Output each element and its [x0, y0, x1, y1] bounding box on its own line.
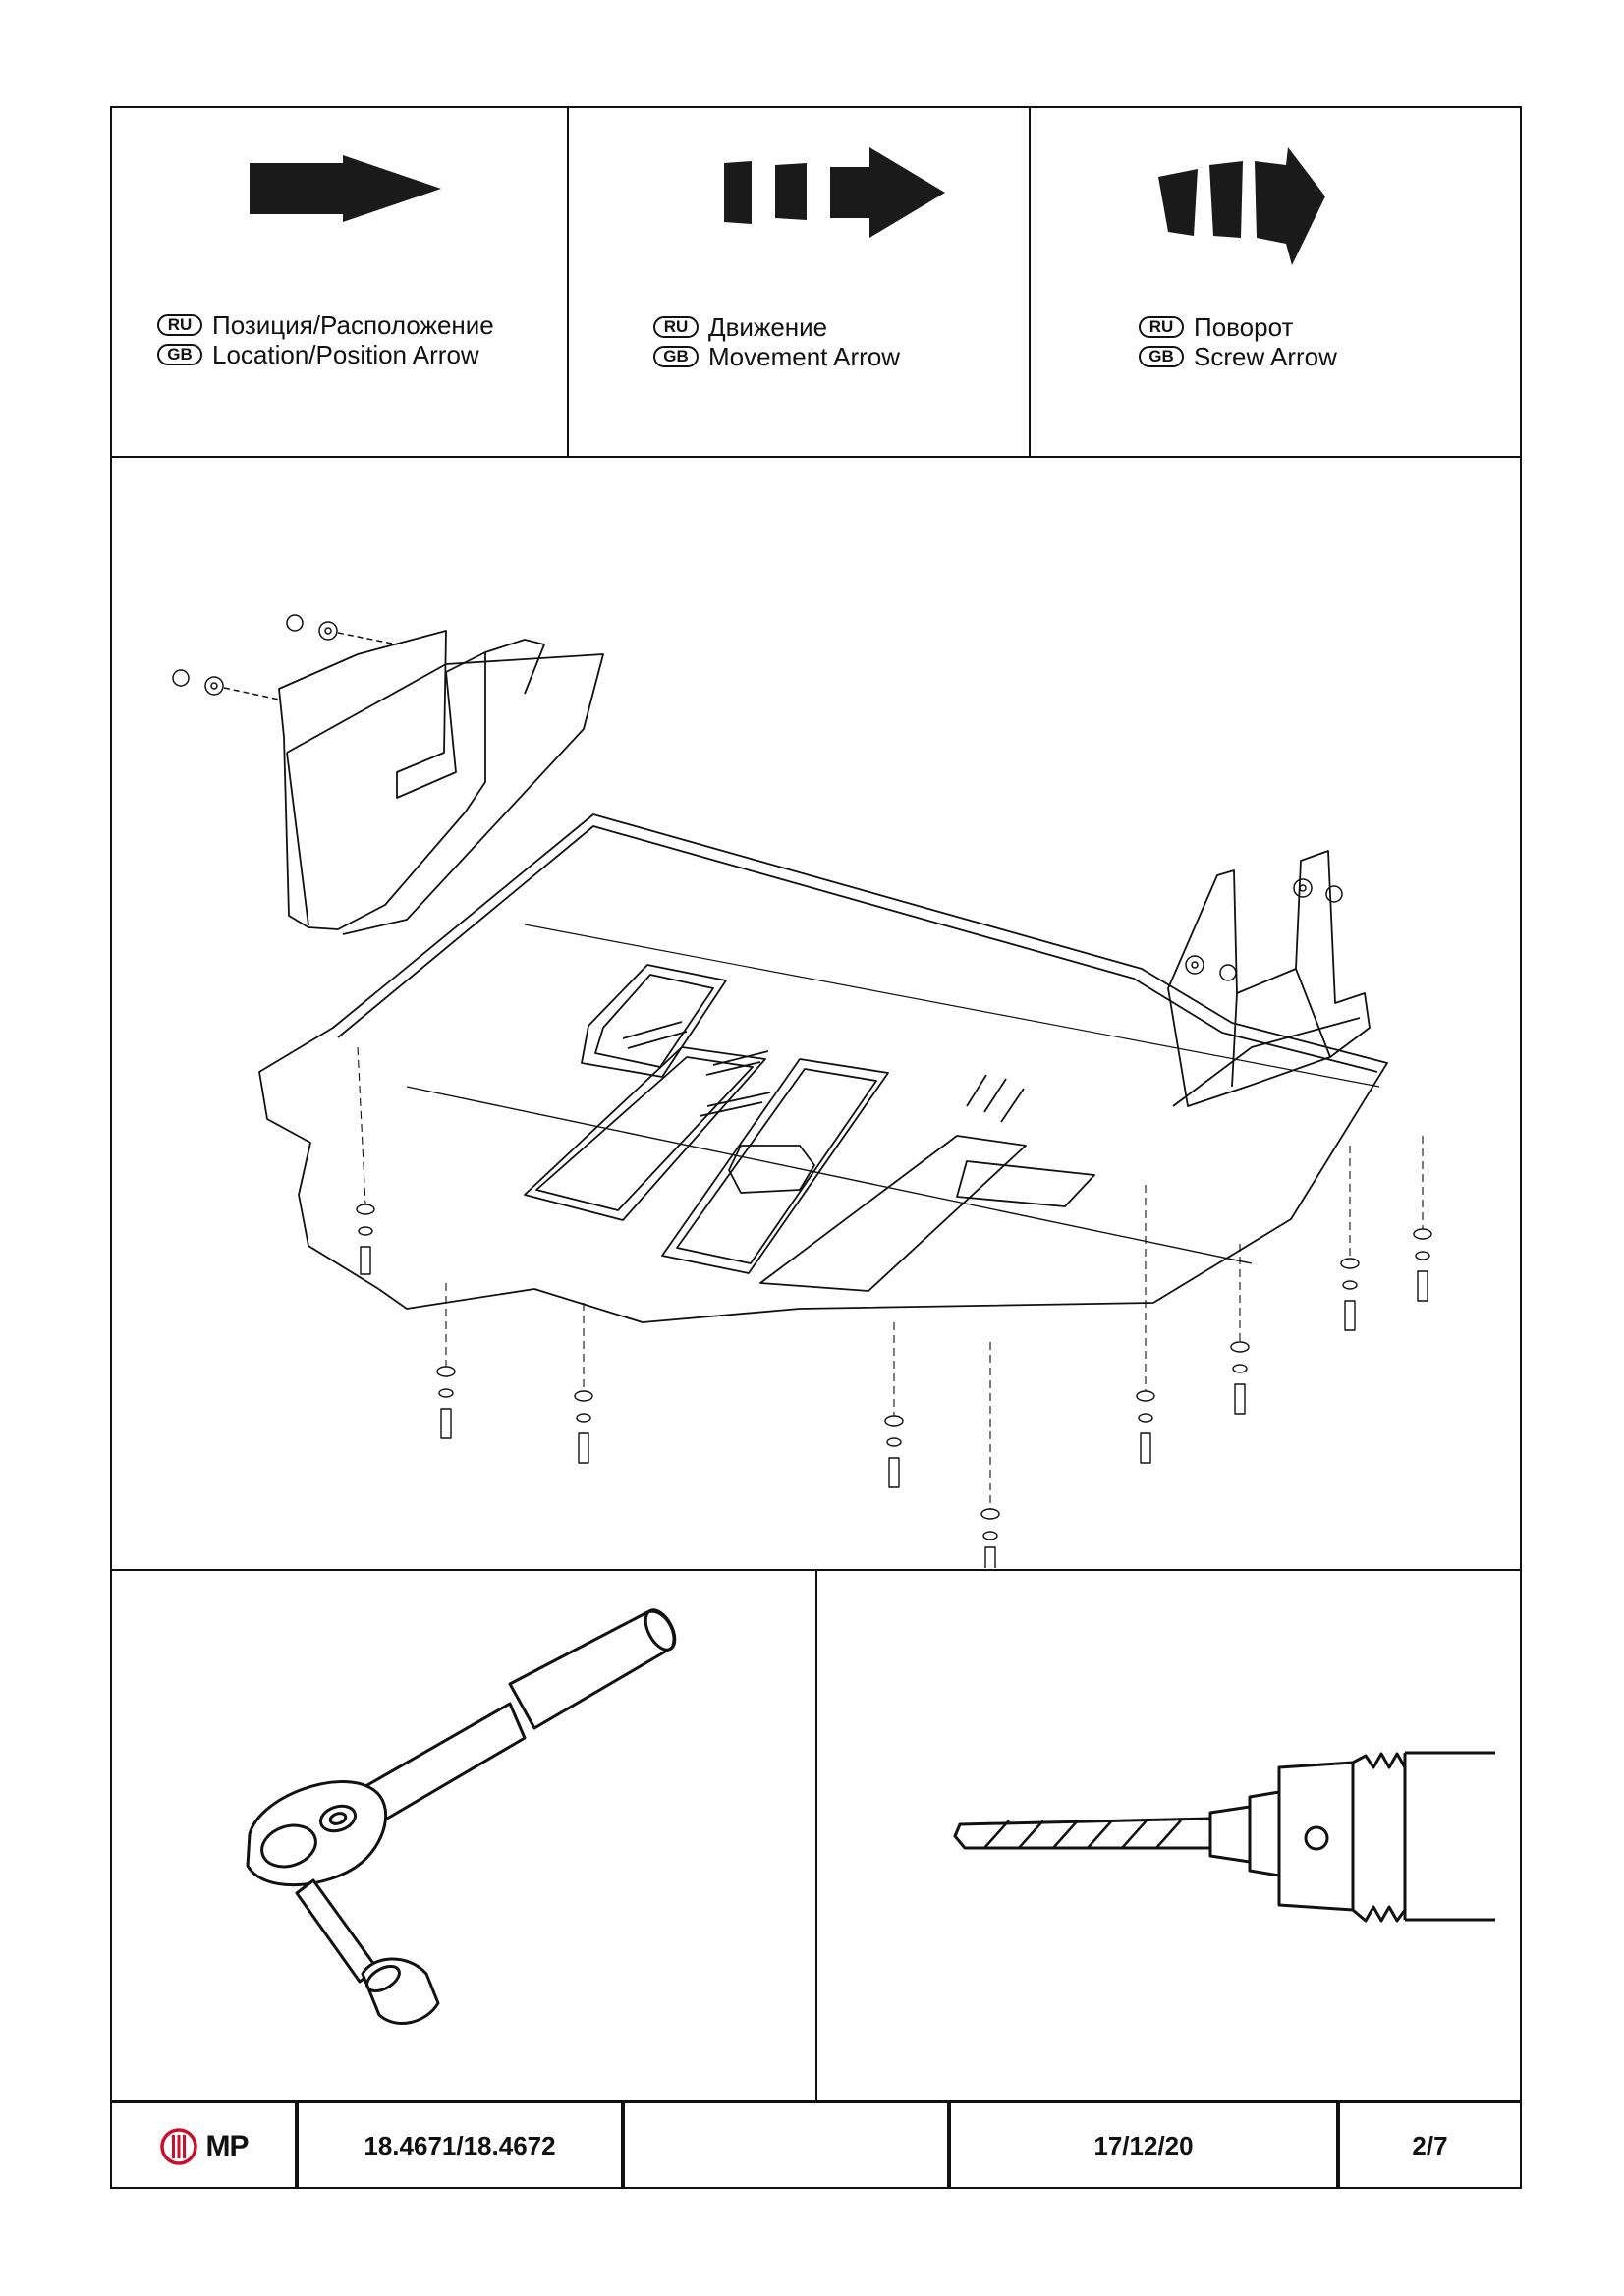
legend-screw: RU Поворот GB Screw Arrow: [1031, 108, 1524, 456]
ru-badge: RU: [653, 316, 699, 338]
legend-ru-label: Позиция/Расположение: [212, 310, 494, 340]
document-frame: RU Позиция/Расположение GB Location/Positi…: [110, 106, 1522, 2189]
mp-logo-icon: [159, 2127, 197, 2165]
assembly-diagram: [112, 458, 1520, 1571]
legend-gb-label: Screw Arrow: [1194, 342, 1337, 371]
title-block: MP 18.4671/18.4672 17/12/20 2/7: [112, 2100, 1520, 2189]
ru-badge: RU: [1139, 316, 1184, 338]
ratchet-wrench-icon: [246, 1608, 677, 2025]
bolt-hardware: [172, 614, 1343, 981]
gb-badge: GB: [1139, 346, 1184, 367]
mp-logo: MP: [159, 2127, 250, 2166]
page-number: 2/7: [1412, 2131, 1448, 2160]
legend-movement: RU Движение GB Movement Arrow: [569, 108, 1031, 456]
location-arrow-icon: [250, 155, 441, 222]
required-tools: [112, 1571, 1520, 2100]
revision-date: 17/12/20: [951, 2103, 1340, 2189]
gb-badge: GB: [157, 344, 202, 365]
legend-location: RU Позиция/Расположение GB Location/Positi…: [112, 108, 569, 456]
legend-gb-label: Location/Position Arrow: [212, 340, 479, 369]
skid-plate-assembly-diagram: [172, 614, 1432, 1570]
legend-gb-label: Movement Arrow: [708, 342, 901, 371]
logo-text: MP: [205, 2129, 250, 2162]
tool-drill: [817, 1571, 1524, 2100]
legend-ru-label: Поворот: [1194, 312, 1294, 342]
legend-ru-label: Движение: [708, 312, 828, 342]
gb-badge: GB: [653, 346, 699, 367]
movement-arrow-icon: [724, 147, 945, 238]
blank-field: [625, 2103, 951, 2189]
tool-ratchet: [112, 1571, 817, 2100]
drill-bit-chuck-icon: [953, 1751, 1495, 1923]
article-number: 18.4671/18.4672: [299, 2103, 625, 2189]
ru-badge: RU: [157, 314, 202, 336]
screw-arrow-icon: [1158, 147, 1325, 265]
logo-cell: MP: [112, 2103, 299, 2189]
arrow-legend: RU Позиция/Расположение GB Location/Positi…: [112, 108, 1520, 458]
